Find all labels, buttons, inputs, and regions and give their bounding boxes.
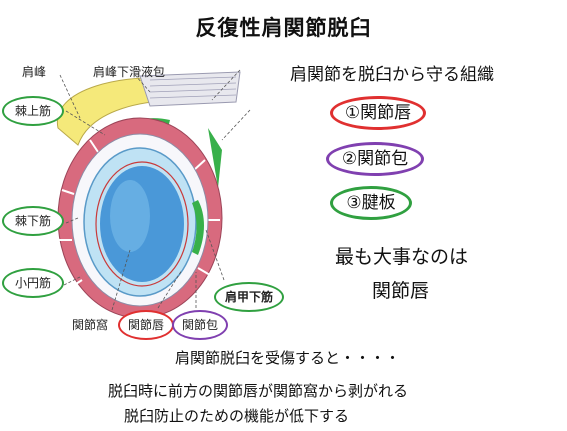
summary-line1: 肩関節脱臼を受傷すると・・・・ bbox=[175, 349, 401, 367]
label-subacromial-bursa: 肩峰下滑液包 bbox=[93, 65, 166, 79]
label-capsule: 関節包 bbox=[172, 310, 228, 340]
protection-item-labrum: ①関節唇 bbox=[330, 96, 426, 130]
key-point-line2: 関節唇 bbox=[372, 280, 430, 302]
shoulder-cross-section-diagram bbox=[56, 69, 251, 319]
label-subscapularis: 肩甲下筋 bbox=[214, 282, 284, 312]
glenoid-highlight bbox=[110, 180, 150, 252]
protection-item-capsule: ②関節包 bbox=[326, 142, 424, 176]
subscapularis-tendon bbox=[192, 200, 204, 255]
supraspinatus-tendon-2 bbox=[208, 128, 222, 188]
key-point-line1: 最も大事なのは bbox=[335, 246, 469, 268]
labrum-ring bbox=[95, 161, 189, 287]
label-glenoid: 関節窩 bbox=[72, 318, 109, 332]
protection-item-rotator-cuff: ③腱板 bbox=[330, 186, 412, 220]
label-teres-minor: 小円筋 bbox=[2, 268, 64, 298]
summary-line3: 脱臼防止のための機能が低下する bbox=[124, 407, 350, 425]
slide-title: 反復性肩関節脱臼 bbox=[195, 16, 372, 40]
label-labrum: 関節唇 bbox=[118, 310, 174, 340]
label-supraspinatus: 棘上筋 bbox=[2, 96, 64, 126]
protection-title: 肩関節を脱臼から守る組織 bbox=[290, 65, 494, 85]
label-infraspinatus: 棘下筋 bbox=[2, 206, 64, 236]
label-acromion: 肩峰 bbox=[22, 65, 47, 79]
summary-line2: 脱臼時に前方の関節唇が関節窩から剥がれる bbox=[108, 382, 409, 400]
